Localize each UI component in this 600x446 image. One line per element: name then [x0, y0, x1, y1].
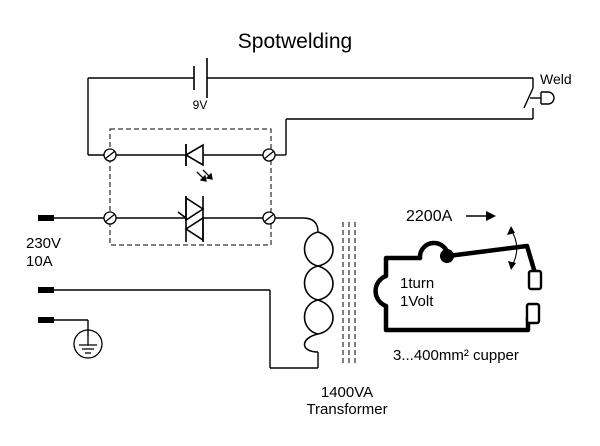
secondary-current-label: 2200A	[406, 208, 453, 225]
triac-icon	[177, 196, 205, 242]
mains-terminal-earth	[38, 317, 54, 323]
mains-voltage-label: 230V	[26, 235, 61, 252]
control-circuit-wires	[87, 77, 534, 156]
battery-voltage-label: 9V	[193, 98, 208, 112]
optocoupler-box	[109, 128, 272, 246]
ground-icon	[73, 329, 103, 359]
transformer-coil-icon	[303, 231, 334, 353]
weld-electrode-icon	[525, 269, 543, 325]
mains-terminals	[38, 215, 54, 323]
transformer-power-label: 1400VA	[321, 384, 373, 401]
secondary-turns-label: 1turn	[400, 275, 434, 292]
upper-electrode	[527, 269, 543, 291]
primary-wires	[54, 217, 319, 369]
terminal-led-right	[262, 148, 276, 162]
secondary-loop	[373, 240, 538, 333]
lower-electrode	[525, 302, 541, 325]
weld-switch-label: Weld	[540, 71, 572, 87]
battery-icon	[193, 58, 208, 98]
conductor-label: 3...400mm² cupper	[393, 347, 519, 364]
secondary-voltage-label: 1Volt	[400, 293, 434, 310]
terminal-triac-right	[262, 211, 276, 225]
current-direction-arrow-icon	[466, 211, 496, 221]
mains-terminal-neutral	[38, 287, 54, 293]
mains-terminal-live	[38, 215, 54, 221]
terminal-led-left	[103, 148, 117, 162]
diagram-title: Spotwelding	[238, 30, 352, 53]
led-diode-icon	[184, 143, 204, 167]
transformer-core	[342, 222, 356, 366]
mains-current-label: 10A	[26, 253, 53, 270]
electrode-motion-arrow	[507, 226, 518, 270]
optocoupler-light-icon	[196, 169, 213, 182]
push-button-switch-icon[interactable]	[523, 87, 555, 109]
screw-terminals	[103, 148, 276, 225]
terminal-triac-left	[103, 211, 117, 225]
transformer-label: Transformer	[306, 401, 387, 418]
